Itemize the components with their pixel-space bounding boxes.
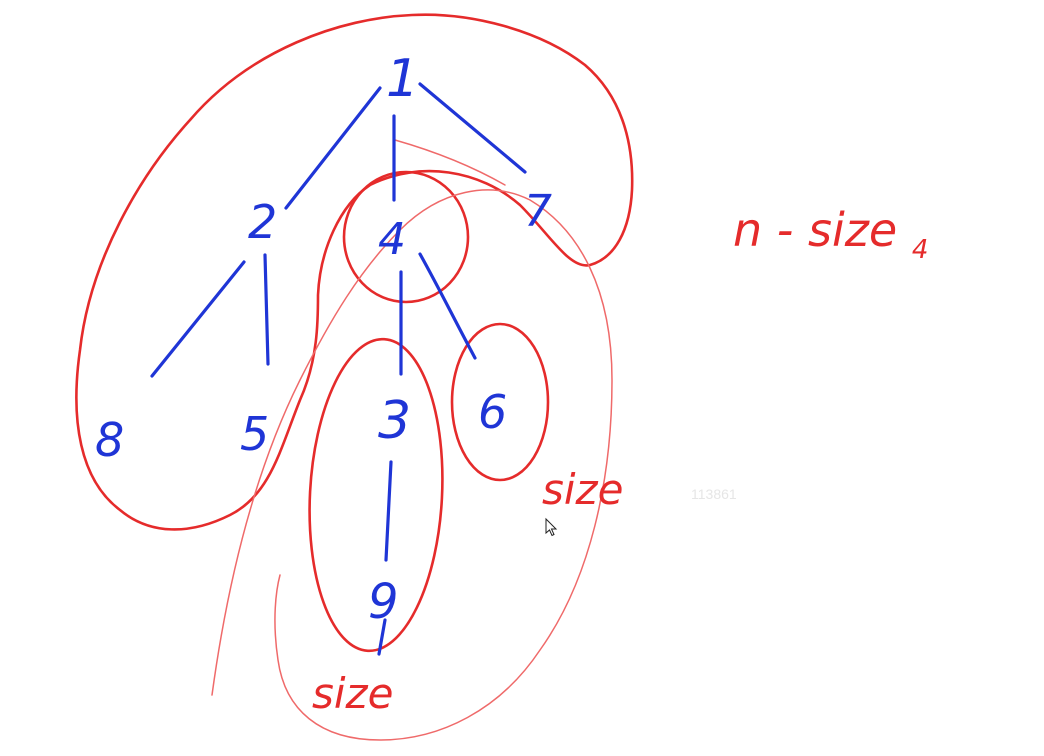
node-3: 3 xyxy=(378,391,411,451)
formula-subscript: 4 xyxy=(912,235,929,265)
subtree-3-9-oval xyxy=(308,337,444,653)
red-outlines xyxy=(75,13,634,741)
edge-2-8 xyxy=(150,260,246,378)
edge-4-6 xyxy=(418,252,477,360)
subtree-4-thin-top xyxy=(394,139,506,186)
formula-main: n - size xyxy=(733,203,897,257)
node-6: 6 xyxy=(478,385,507,439)
node-5: 5 xyxy=(240,407,269,461)
formula-text: n - size 4 xyxy=(733,203,928,265)
node-1: 1 xyxy=(386,49,419,109)
node-9: 9 xyxy=(368,574,399,630)
edge-1-2 xyxy=(284,86,382,210)
node-4: 4 xyxy=(378,214,406,265)
edge-1-7 xyxy=(418,82,527,174)
node-2: 2 xyxy=(248,195,277,249)
size-label-right: size xyxy=(542,465,623,514)
outer-region-outline xyxy=(75,13,634,531)
edge-9-tail xyxy=(377,618,387,656)
annotations: size size n - size 4 xyxy=(312,203,928,718)
edge-2-5 xyxy=(263,253,270,366)
tree-edges xyxy=(150,82,527,656)
node-6-oval xyxy=(450,322,550,482)
mouse-cursor-icon xyxy=(545,517,558,537)
edge-3-9 xyxy=(384,460,393,562)
tree-nodes: 1 2 4 7 8 5 3 6 9 xyxy=(95,49,552,630)
size-label-bottom: size xyxy=(312,669,393,718)
subtree-4-thin-outline xyxy=(211,189,613,741)
node-8: 8 xyxy=(95,413,124,467)
node-7: 7 xyxy=(524,186,552,237)
watermark-text: 113861 xyxy=(691,486,737,502)
node-4-circle xyxy=(342,170,470,304)
